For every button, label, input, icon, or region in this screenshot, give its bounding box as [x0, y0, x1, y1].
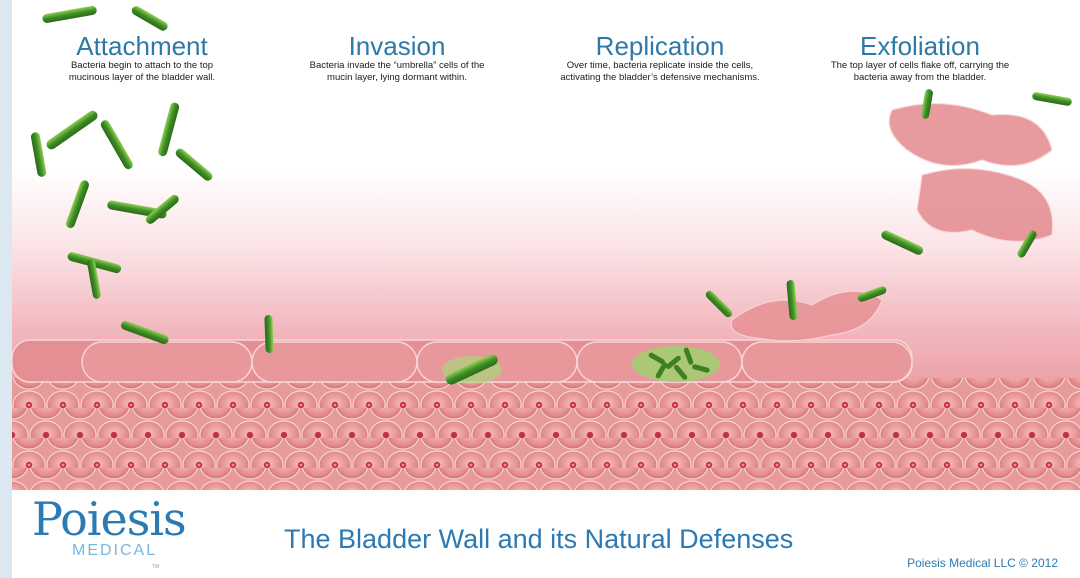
left-border	[0, 0, 12, 578]
step-desc-line-2: mucin layer, lying dormant within.	[292, 72, 502, 84]
step-desc-line-1: Bacteria invade the “umbrella” cells of …	[292, 60, 502, 72]
step-desc-line-2: activating the bladder’s defensive mecha…	[540, 72, 780, 84]
step-invasion: Invasion Bacteria invade the “umbrella” …	[292, 32, 502, 84]
step-desc-line-1: The top layer of cells flake off, carryi…	[810, 60, 1030, 72]
step-attachment: Attachment Bacteria begin to attach to t…	[52, 32, 232, 84]
step-desc-line-2: mucinous layer of the bladder wall.	[52, 72, 232, 84]
step-title: Exfoliation	[810, 32, 1030, 60]
step-desc-line-1: Over time, bacteria replicate inside the…	[540, 60, 780, 72]
replicating-cluster	[632, 346, 720, 382]
step-title: Replication	[540, 32, 780, 60]
logo-tm: TM	[152, 564, 159, 570]
step-desc-line-2: bacteria away from the bladder.	[810, 72, 1030, 84]
step-replication: Replication Over time, bacteria replicat…	[540, 32, 780, 84]
illustration-stage: Attachment Bacteria begin to attach to t…	[12, 0, 1080, 490]
page-title: The Bladder Wall and its Natural Defense…	[284, 524, 793, 554]
copyright: Poiesis Medical LLC © 2012	[907, 556, 1058, 570]
deep-cell-row-bottom	[12, 468, 1080, 490]
step-title: Attachment	[52, 32, 232, 60]
logo-text: Poiesis	[32, 494, 186, 544]
deep-cell-row	[12, 408, 1080, 438]
step-desc-line-1: Bacteria begin to attach to the top	[52, 60, 232, 72]
footer: Poiesis MEDICAL TM The Bladder Wall and …	[12, 490, 1080, 578]
step-title: Invasion	[292, 32, 502, 60]
logo-subtext: MEDICAL	[72, 542, 157, 560]
step-exfoliation: Exfoliation The top layer of cells flake…	[810, 32, 1030, 84]
